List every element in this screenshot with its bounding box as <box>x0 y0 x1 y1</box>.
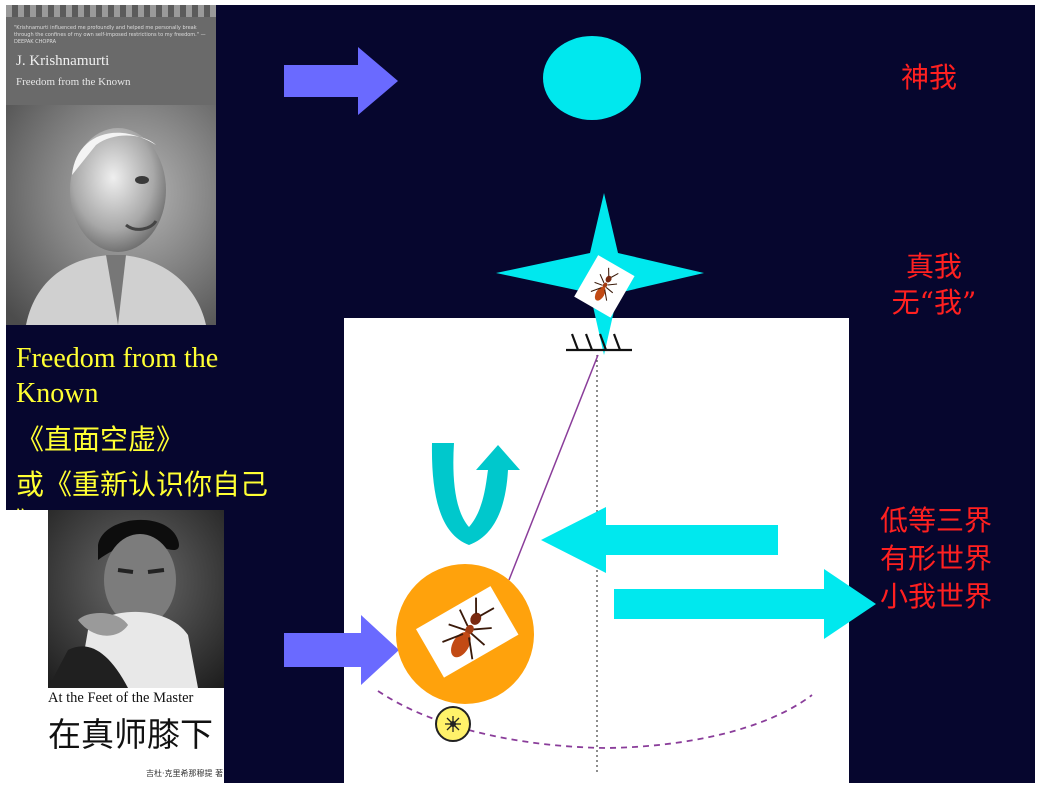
label-no-self: 无“我” <box>891 286 977 319</box>
book-title-english: At the Feet of the Master <box>48 690 194 706</box>
book-cover-at-the-feet-of-the-master: At the Feet of the Master 在真师膝下 吉杜·克里希那穆… <box>6 510 224 783</box>
book-author-credit: 吉杜·克里希那穆提 著 <box>146 769 224 778</box>
pendulum-string <box>508 354 599 581</box>
label-small-self-world: 小我世界 <box>879 580 992 613</box>
label-lower-three-worlds: 低等三界 <box>879 504 992 537</box>
cover-pattern-band <box>6 5 216 17</box>
pendulum-pivot-hatching <box>566 333 632 352</box>
u-turn-arrow <box>431 443 520 545</box>
block-arrow-blue-bottom <box>284 615 399 685</box>
cover-author: J. Krishnamurti <box>16 53 110 69</box>
divine-self-circle <box>543 36 641 120</box>
book-title-chinese: 在真师膝下 <box>48 715 213 754</box>
label-true-self: 真我 <box>905 250 962 283</box>
young-krishnamurti-portrait <box>48 510 224 688</box>
slide: "Krishnamurti influenced me profoundly a… <box>6 5 1035 783</box>
caption-line-1: Freedom from the <box>16 343 219 374</box>
caption-line-3: 《直面空虚》 <box>16 425 185 456</box>
block-arrow-blue-top <box>284 47 398 115</box>
diagram-overlay <box>284 36 876 773</box>
label-divine-self: 神我 <box>900 61 957 94</box>
cover-title: Freedom from the Known <box>16 76 131 88</box>
book-cover-freedom-from-the-known: "Krishnamurti influenced me profoundly a… <box>6 5 216 325</box>
label-world-of-form: 有形世界 <box>879 542 992 575</box>
ant-card-top <box>574 255 635 318</box>
caption-line-4: 或《重新认识你自己 <box>16 470 269 501</box>
cyan-arrow-left <box>541 507 778 573</box>
cover-blurb: "Krishnamurti influenced me profoundly a… <box>14 25 206 45</box>
ant-card-bottom <box>415 586 519 678</box>
krishnamurti-portrait <box>6 105 216 325</box>
small-pendulum-bob <box>435 706 471 742</box>
caption-line-2: Known <box>16 378 99 409</box>
cyan-arrow-right <box>614 569 876 639</box>
